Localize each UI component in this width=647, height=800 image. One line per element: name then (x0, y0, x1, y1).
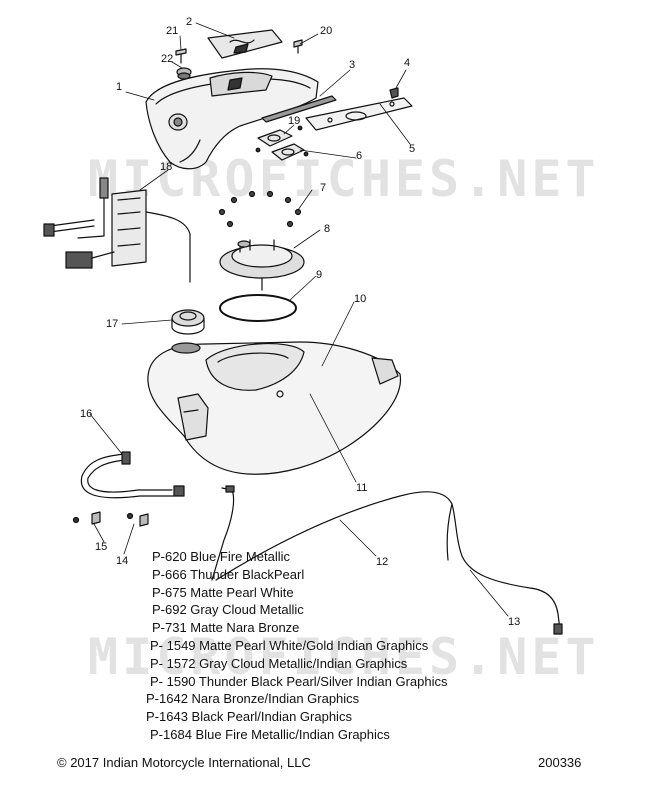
fuel-pump-part (43, 177, 191, 283)
paint-code-row: P-675 Matte Pearl White (152, 584, 294, 600)
paint-code-row: P-692 Gray Cloud Metallic (152, 602, 304, 618)
callout-6: 6 (356, 150, 363, 162)
callout-7: 7 (320, 182, 327, 194)
callout-10: 10 (354, 293, 367, 305)
callout-19: 19 (288, 115, 301, 127)
grommet-part (176, 67, 192, 80)
callout-4: 4 (404, 57, 411, 69)
callout-21: 21 (166, 25, 179, 37)
paint-code-row: P-666 Thunder BlackPearl (152, 566, 305, 582)
callout-5: 5 (409, 143, 416, 155)
screw-part (175, 39, 303, 64)
paint-code-row: P-731 Matte Nara Bronze (152, 620, 300, 636)
paint-code-row: P-1643 Black Pearl/Indian Graphics (146, 709, 352, 725)
vent-hose-part (80, 451, 185, 499)
emblem-plate-part (207, 29, 283, 59)
fuel-cap-part (171, 309, 205, 335)
paint-code-row: P-620 Blue Fire Metallic (152, 549, 290, 564)
gasket-plate-part (255, 125, 309, 161)
callout-14: 14 (116, 555, 129, 567)
callout-2: 2 (186, 16, 193, 28)
callout-11: 11 (356, 482, 368, 494)
diagram-number: 200336 (538, 755, 582, 770)
copyright-notice: © 2017 Indian Motorcycle International, … (57, 755, 311, 770)
trim-strip-part (261, 95, 337, 123)
mounting-bracket-part (305, 97, 413, 131)
callout-8: 8 (324, 223, 331, 235)
callout-20: 20 (320, 25, 333, 37)
paint-code-row: P-1684 Blue Fire Metallic/Indian Graphic… (150, 726, 390, 742)
paint-code-row: P- 1549 Matte Pearl White/Gold Indian Gr… (150, 637, 429, 653)
paint-code-list: P-620 Blue Fire Metallic P-666 Thunder B… (146, 548, 526, 744)
leader-lines (89, 22, 509, 617)
callout-1: 1 (116, 81, 123, 93)
callout-17: 17 (106, 318, 119, 330)
paint-code-row: P-1642 Nara Bronze/Indian Graphics (146, 691, 360, 707)
callout-3: 3 (349, 59, 356, 71)
watermark: MICROFICHES.NET (88, 628, 600, 686)
fuel-line-part (211, 485, 563, 635)
callout-18: 18 (160, 161, 173, 173)
callout-13: 13 (508, 616, 521, 628)
paint-code-row: P- 1590 Thunder Black Pearl/Silver India… (150, 673, 448, 689)
clip-part (389, 87, 399, 99)
flange-gasket-part (219, 294, 297, 322)
callout-9: 9 (316, 269, 323, 281)
paint-code-row: P- 1572 Gray Cloud Metallic/Indian Graph… (150, 655, 408, 671)
fuel-tank-part (147, 341, 402, 475)
nut-ring-part (218, 190, 302, 228)
pump-flange-part (219, 239, 305, 291)
callout-12: 12 (376, 556, 389, 568)
callout-22: 22 (161, 53, 174, 65)
callout-16: 16 (80, 408, 93, 420)
callout-15: 15 (95, 541, 108, 553)
hose-clip-part (72, 511, 149, 527)
console-cover-part (145, 68, 319, 170)
